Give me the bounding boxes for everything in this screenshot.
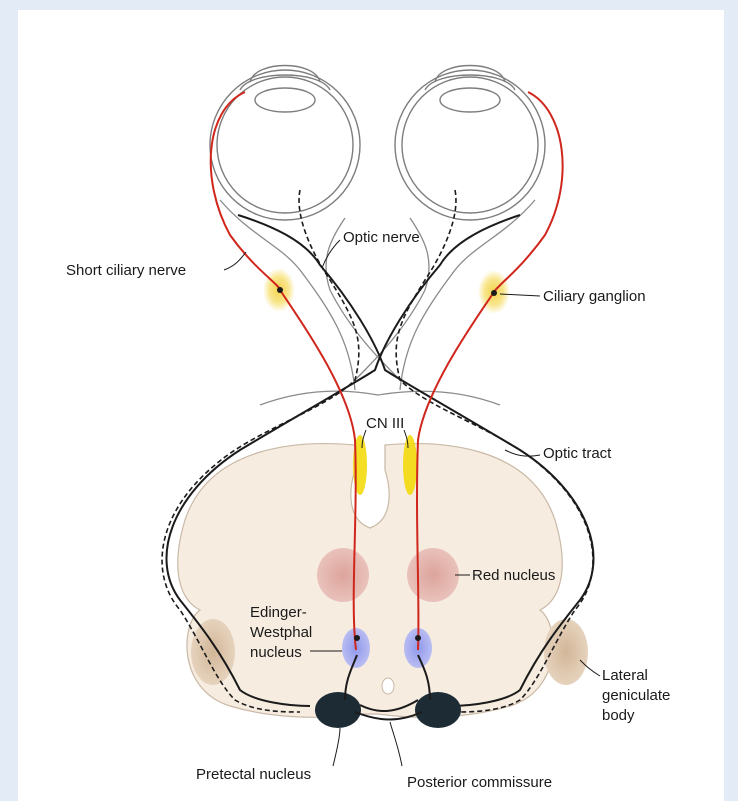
label-cn-iii: CN III xyxy=(366,415,404,432)
label-lateral-geniculate-line2: geniculate xyxy=(602,687,670,704)
cerebral-aqueduct xyxy=(382,678,394,694)
label-optic-tract: Optic tract xyxy=(543,445,612,462)
label-ciliary-ganglion: Ciliary ganglion xyxy=(543,288,646,305)
label-optic-nerve: Optic nerve xyxy=(343,229,420,246)
edinger-westphal-left-dot xyxy=(354,635,360,641)
label-edinger-westphal-line1: Edinger- xyxy=(250,604,307,621)
red-nucleus-right xyxy=(407,548,459,602)
red-nucleus-left xyxy=(317,548,369,602)
label-pretectal-nucleus: Pretectal nucleus xyxy=(196,766,311,783)
ciliary-ganglion-left-dot xyxy=(277,287,283,293)
ciliary-ganglion-right-dot xyxy=(491,290,497,296)
label-edinger-westphal-line3: nucleus xyxy=(250,644,302,661)
label-lateral-geniculate-line3: body xyxy=(602,707,635,724)
label-lateral-geniculate-line1: Lateral xyxy=(602,667,648,684)
right-eye xyxy=(395,66,545,221)
edinger-westphal-right-dot xyxy=(415,635,421,641)
label-red-nucleus: Red nucleus xyxy=(472,567,555,584)
label-edinger-westphal-line2: Westphal xyxy=(250,624,312,641)
label-short-ciliary-nerve: Short ciliary nerve xyxy=(66,262,186,279)
cn-iii-right-glow xyxy=(403,435,417,495)
pretectal-nucleus-left xyxy=(315,692,361,728)
lateral-geniculate-body-left xyxy=(191,619,235,685)
label-posterior-commissure: Posterior commissure xyxy=(407,774,552,791)
left-eye xyxy=(210,66,360,221)
lateral-geniculate-body-right xyxy=(544,619,588,685)
pretectal-nucleus-right xyxy=(415,692,461,728)
